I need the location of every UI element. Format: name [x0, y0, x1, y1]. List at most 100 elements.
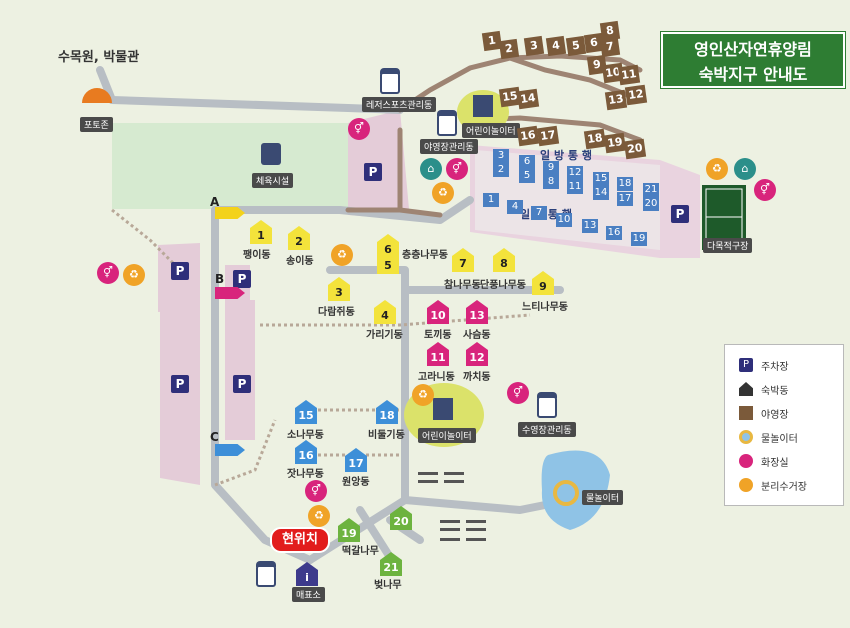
leisure-office-label[interactable]: 레저스포츠관리동 — [362, 97, 437, 112]
legend-lifebuoy-icon — [739, 430, 753, 444]
slide-icon — [473, 95, 493, 117]
lifebuoy-icon — [553, 480, 579, 506]
house-3[interactable]: 3 — [328, 277, 350, 301]
route-c-label: C — [210, 430, 219, 444]
campsite-13[interactable]: 13 — [604, 89, 628, 111]
legend-toilet-icon — [739, 454, 753, 468]
house-4[interactable]: 4 — [374, 300, 396, 324]
room-7[interactable]: 7 — [531, 206, 547, 220]
house-7[interactable]: 7 — [452, 248, 474, 272]
map-title: 영인산자연휴양림 숙박지구 안내도 — [661, 32, 845, 88]
room-1[interactable]: 1 — [483, 193, 499, 207]
legend-lodging: 숙박동 — [739, 381, 789, 397]
house-18[interactable]: 18 — [376, 400, 398, 424]
campsite-19[interactable]: 19 — [603, 132, 627, 154]
recycling-icon: ♻ — [432, 182, 454, 204]
recycling-icon: ♻ — [706, 158, 728, 180]
house-11[interactable]: 11 — [427, 342, 449, 366]
house-17-label: 원앙동 — [342, 477, 370, 488]
room-10[interactable]: 10 — [556, 213, 572, 227]
house-7-label: 참나무동 — [444, 280, 481, 291]
house-11-label: 고라니동 — [418, 372, 455, 383]
room-21[interactable]: 21 — [643, 183, 659, 197]
ticket-office-label[interactable]: 매표소 — [292, 587, 325, 602]
room-19[interactable]: 19 — [631, 232, 647, 246]
room-5[interactable]: 5 — [519, 169, 535, 183]
house-15[interactable]: 15 — [295, 400, 317, 424]
campsite-12[interactable]: 12 — [624, 84, 648, 106]
house-18-label: 비둘기동 — [368, 430, 405, 441]
shower-icon: ⌂ — [734, 158, 756, 180]
swim-office-label[interactable]: 수영장관리동 — [518, 422, 576, 437]
pool-label[interactable]: 물놀이터 — [582, 490, 624, 505]
house-10-label: 토끼동 — [424, 330, 452, 341]
camp-office-label[interactable]: 야영장관리동 — [420, 139, 478, 154]
house-16[interactable]: 16 — [295, 440, 317, 464]
building-icon — [537, 392, 557, 418]
campsite-2[interactable]: 2 — [498, 38, 520, 60]
room-12[interactable]: 12 — [567, 166, 583, 180]
campsite-18[interactable]: 18 — [583, 128, 607, 150]
playground-top-label[interactable]: 어린이놀이터 — [462, 123, 520, 138]
recycling-icon: ♻ — [308, 505, 330, 527]
house-6[interactable]: 6 — [377, 234, 399, 258]
campsite-20[interactable]: 20 — [623, 138, 647, 160]
campsite-4[interactable]: 4 — [545, 35, 567, 57]
room-4[interactable]: 4 — [507, 200, 523, 214]
campsite-15[interactable]: 15 — [498, 86, 522, 108]
house-17[interactable]: 17 — [345, 448, 367, 472]
campsite-3[interactable]: 3 — [523, 35, 545, 57]
house-21[interactable]: 21 — [380, 552, 402, 576]
route-b-flag — [215, 287, 245, 299]
room-14[interactable]: 14 — [593, 186, 609, 200]
house-12[interactable]: 12 — [466, 342, 488, 366]
building-icon — [256, 561, 276, 587]
route-a-flag — [215, 207, 245, 219]
legend-house-icon — [739, 382, 753, 396]
house-5[interactable]: 5 — [377, 258, 399, 274]
house-19[interactable]: 19 — [338, 518, 360, 542]
campsite-5[interactable]: 5 — [565, 35, 587, 57]
room-15[interactable]: 15 — [593, 172, 609, 186]
photozone-label[interactable]: 포토존 — [80, 117, 113, 132]
photozone-icon — [82, 88, 112, 103]
room-9[interactable]: 9 — [543, 161, 559, 175]
gym-label[interactable]: 체육시설 — [252, 173, 294, 188]
campsite-11[interactable]: 11 — [617, 64, 641, 86]
you-are-here: 현위치 — [270, 527, 330, 553]
house-20[interactable]: 20 — [390, 506, 412, 530]
house-13[interactable]: 13 — [466, 300, 488, 324]
house-2[interactable]: 2 — [288, 226, 310, 250]
house-2-label: 송이동 — [286, 256, 314, 267]
legend-recycling: 분리수거장 — [739, 477, 807, 493]
house-1[interactable]: 1 — [250, 220, 272, 244]
room-8[interactable]: 8 — [543, 175, 559, 189]
room-18[interactable]: 18 — [617, 177, 633, 191]
legend-water-label: 물놀이터 — [761, 433, 798, 445]
house-9-label: 느티나무동 — [522, 302, 568, 313]
campsite-16[interactable]: 16 — [516, 125, 540, 147]
room-11[interactable]: 11 — [567, 180, 583, 194]
legend-water-play: 물놀이터 — [739, 429, 798, 445]
room-16[interactable]: 16 — [606, 226, 622, 240]
room-2[interactable]: 2 — [493, 163, 509, 177]
house-5-label: 층층나무동 — [402, 250, 448, 261]
one-way-top: 일 방 통 행 — [540, 149, 592, 162]
house-10[interactable]: 10 — [427, 300, 449, 324]
campsite-8[interactable]: 8 — [599, 20, 621, 42]
playground-mid-label[interactable]: 어린이놀이터 — [418, 428, 476, 443]
field-label[interactable]: 다목적구장 — [703, 238, 753, 253]
house-8-label: 단풍나무동 — [480, 280, 526, 291]
room-3[interactable]: 3 — [493, 149, 509, 163]
room-13[interactable]: 13 — [582, 219, 598, 233]
campsite-17[interactable]: 17 — [536, 125, 560, 147]
arboretum-label[interactable]: 수목원, 박물관 — [58, 50, 140, 65]
room-20[interactable]: 20 — [643, 197, 659, 211]
room-17[interactable]: 17 — [617, 192, 633, 206]
room-6[interactable]: 6 — [519, 155, 535, 169]
house-8[interactable]: 8 — [493, 248, 515, 272]
house-13-label: 사슴동 — [463, 330, 491, 341]
house-9[interactable]: 9 — [532, 271, 554, 295]
parking-icon: P — [171, 375, 189, 393]
